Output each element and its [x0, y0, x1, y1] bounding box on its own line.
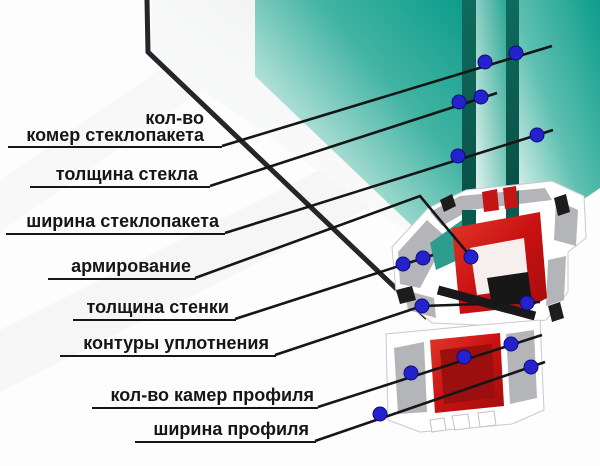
glass-pane-1-face [255, 0, 462, 243]
label-glazing-unit-width: ширина стеклопакета [6, 211, 225, 235]
sash-steel-reinforcement [452, 186, 547, 314]
leader-line-glazing-chambers-count [221, 44, 553, 148]
label-text: комер стеклопакета [26, 125, 204, 145]
marker-dot-reinforcement [463, 249, 479, 265]
marker-dot-glazing-unit-width [450, 148, 466, 164]
marker-dot-glass-thickness [451, 94, 467, 110]
leader-line-glass-thickness [209, 91, 498, 188]
frame-steel-reinforcement [430, 333, 504, 413]
marker-dot-wall-thickness [395, 256, 411, 272]
glass-panes [255, 0, 600, 243]
label-glass-thickness: толщина стекла [30, 164, 210, 188]
sash-profile-section [391, 180, 587, 327]
marker-dot-profile-chambers-count [503, 336, 519, 352]
sash-seals [396, 194, 570, 304]
marker-dot-profile-width [523, 359, 539, 375]
leader-line-reinforcement [194, 194, 472, 280]
marker-dot-glazing-chambers-count [508, 45, 524, 61]
label-reinforcement: армирование [48, 256, 196, 280]
label-glazing-chambers-count: кол-во комер стеклопакета [8, 108, 222, 148]
frame-right-seal [548, 302, 564, 322]
marker-dot-glazing-chambers-count [477, 54, 493, 70]
frame-feet [429, 410, 497, 433]
marker-dot-profile-chambers-count [456, 349, 472, 365]
leader-lines-and-dots [194, 44, 554, 443]
leader-line-glazing-unit-width [224, 128, 554, 235]
leader-line-profile-width [314, 360, 546, 443]
marker-dot-profile-width [372, 406, 388, 422]
label-text: кол-во [145, 108, 204, 128]
label-wall-thickness: толщина стенки [73, 297, 236, 321]
glass-pane-2-edge [506, 0, 519, 198]
glass-chamber-face [476, 0, 506, 210]
label-profile-chambers-count: кол-во камер профиля [92, 385, 318, 409]
label-profile-width: ширина профиля [135, 419, 316, 443]
marker-dot-wall-thickness [415, 250, 431, 266]
label-sealing-contours: контуры уплотнения [60, 333, 276, 357]
marker-dot-glazing-unit-width [529, 127, 545, 143]
glass-pane-3-face [519, 0, 600, 228]
glass-pane-1-edge [462, 0, 476, 220]
marker-dot-sealing-contours [414, 298, 430, 314]
glazing-gasket-edge [144, 0, 429, 320]
marker-dot-glass-thickness [473, 89, 489, 105]
marker-dot-profile-chambers-count [403, 365, 419, 381]
marker-dot-sealing-contours [519, 295, 535, 311]
